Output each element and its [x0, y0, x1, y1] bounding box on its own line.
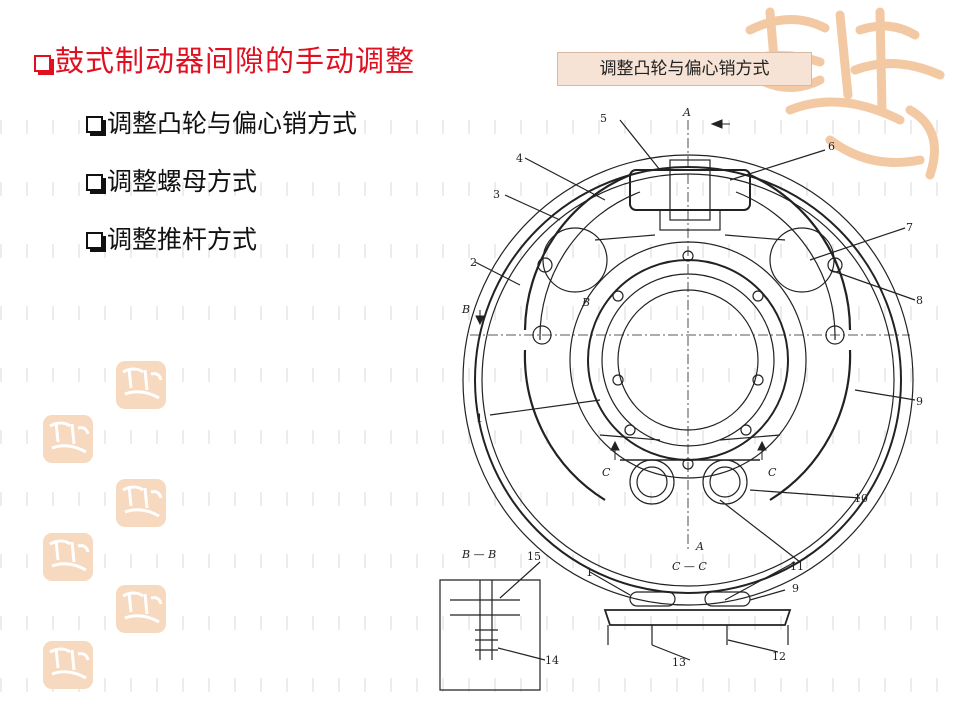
watermark-seal [42, 414, 94, 464]
drum-brake-diagram: 5 6 4 3 2 7 8 9 1 10 11 1 9 12 13 14 15 … [430, 100, 960, 700]
section-mark: B [581, 296, 590, 309]
diagram-caption-tag: 调整凸轮与偏心销方式 [557, 52, 812, 86]
part-label: 13 [672, 656, 686, 669]
part-label: 12 [772, 650, 786, 663]
part-label: 10 [854, 492, 868, 505]
section-mark: C [602, 466, 611, 479]
checkbox-bullet-icon [86, 174, 106, 194]
watermark-seal [115, 584, 167, 634]
section-mark: B [461, 303, 470, 316]
part-label: 9 [916, 395, 923, 408]
watermark-seal [42, 532, 94, 582]
part-label: 11 [790, 560, 804, 573]
part-label: 14 [545, 654, 559, 667]
bullet-item: 调整凸轮与偏心销方式 [86, 104, 357, 140]
part-label: 5 [600, 112, 607, 125]
checkbox-bullet-icon [34, 55, 54, 75]
part-label: 2 [470, 256, 477, 269]
watermark-seal-large [730, 0, 960, 190]
section-mark: C [768, 466, 777, 479]
bullet-item: 调整螺母方式 [86, 162, 257, 198]
bullet-item: 调整推杆方式 [86, 220, 257, 256]
part-label: 3 [493, 188, 500, 201]
checkbox-bullet-icon [86, 232, 106, 252]
watermark-seal [42, 640, 94, 690]
part-label: 1 [586, 566, 593, 579]
part-label: 6 [828, 140, 835, 153]
part-label: 9 [792, 582, 799, 595]
watermark-seal [115, 360, 167, 410]
section-mark: A [695, 540, 704, 553]
checkbox-bullet-icon [86, 116, 106, 136]
part-label: 15 [527, 550, 541, 563]
section-title: C — C [672, 560, 707, 573]
section-mark: A [682, 106, 691, 119]
part-label: 8 [916, 294, 923, 307]
part-label: 1 [476, 412, 483, 425]
part-label: 7 [906, 221, 913, 234]
section-title: B — B [461, 548, 496, 561]
watermark-seal [115, 478, 167, 528]
part-label: 4 [516, 152, 523, 165]
slide-title: 鼓式制动器间隙的手动调整 [34, 38, 415, 80]
